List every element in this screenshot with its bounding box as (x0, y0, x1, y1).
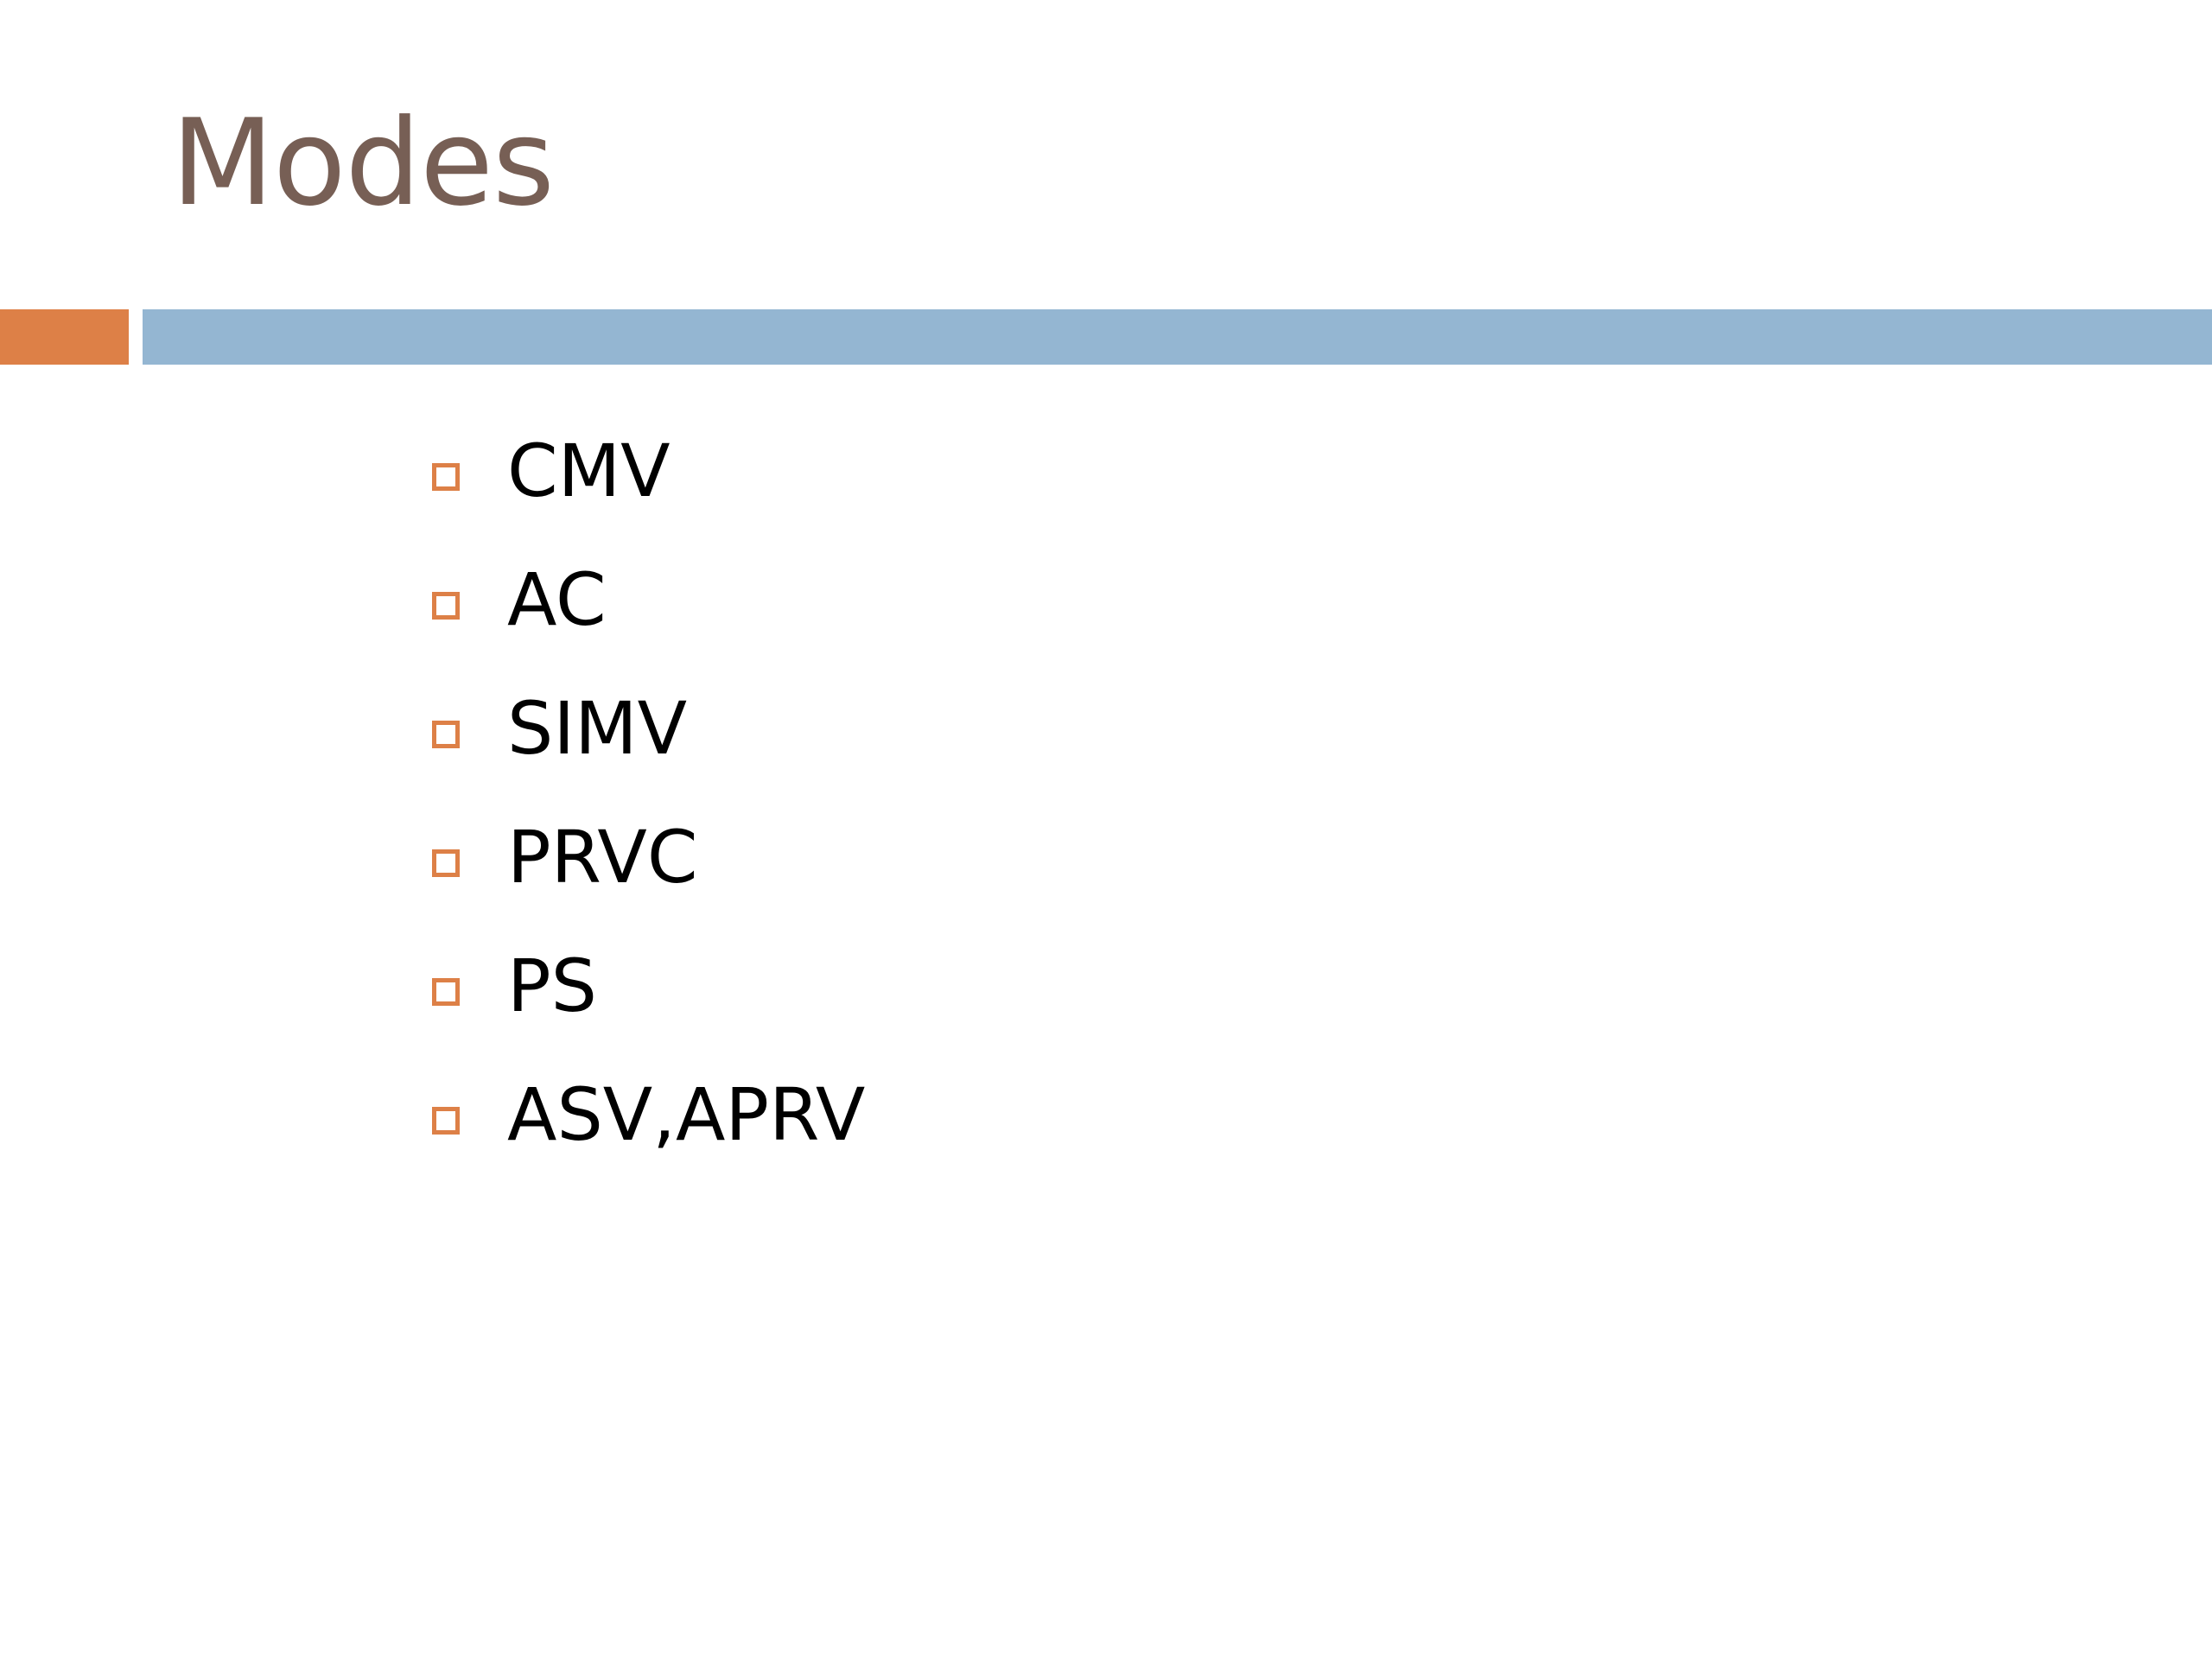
bullet-text: CMV (507, 428, 671, 513)
list-item: AC (432, 535, 865, 664)
list-item: PRVC (432, 792, 865, 921)
hollow-square-icon (432, 591, 460, 620)
bullet-text: PRVC (507, 814, 698, 899)
list-item: CMV (432, 406, 865, 535)
hollow-square-icon (432, 1106, 460, 1135)
list-item: PS (432, 921, 865, 1050)
hollow-square-icon (432, 977, 460, 1006)
bullet-list: CMV AC SIMV PRVC PS ASV,APRV (432, 406, 865, 1179)
bullet-text: AC (507, 556, 607, 642)
bullet-text: PS (507, 943, 597, 1028)
hollow-square-icon (432, 462, 460, 491)
bullet-text: ASV,APRV (507, 1071, 866, 1157)
hollow-square-icon (432, 720, 460, 748)
hollow-square-icon (432, 849, 460, 877)
accent-bar (0, 309, 129, 365)
list-item: SIMV (432, 664, 865, 792)
bullet-text: SIMV (507, 685, 688, 771)
title-underline-bar (143, 309, 2212, 365)
slide-title: Modes (171, 93, 555, 232)
list-item: ASV,APRV (432, 1050, 865, 1179)
